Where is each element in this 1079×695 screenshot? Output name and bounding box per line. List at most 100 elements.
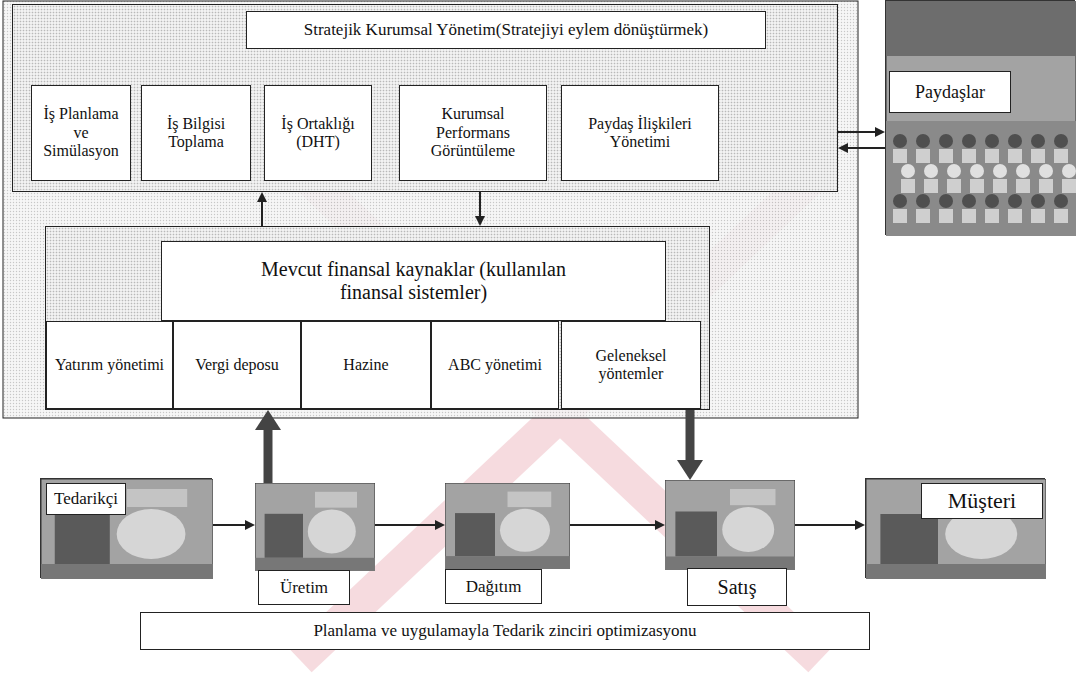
photo-shape: [893, 194, 907, 208]
photo-shape: [1054, 149, 1068, 163]
node-label: Hazine: [302, 322, 430, 408]
node-label: Paydaş İlişkileri Yönetimi: [562, 86, 718, 180]
photo-shape: [901, 179, 915, 193]
connector-line: [261, 200, 263, 226]
photo-shape: [939, 134, 953, 148]
photo-label: Satış: [687, 568, 787, 606]
stakeholder-photo: Paydaşlar: [885, 0, 1075, 235]
flow-arrow: [257, 192, 267, 226]
photo-shape: [455, 513, 495, 556]
node-label: İş Ortaklığı (DHT): [265, 86, 371, 180]
node-label: Kurumsal Performans Görüntüleme: [400, 86, 546, 180]
flow-arrow: [838, 127, 885, 137]
photo-ground: [866, 479, 1046, 579]
photo-shape: [916, 149, 930, 163]
photo-label: Müşteri: [921, 483, 1043, 519]
photo-shape: [500, 509, 550, 552]
photo-shape: [1031, 134, 1045, 148]
photo-shape: [893, 209, 907, 223]
block-arrow: [677, 410, 703, 480]
photo-shape: [1062, 179, 1076, 193]
node-label: ABC yönetimi: [432, 322, 558, 408]
photo-shape: [939, 209, 953, 223]
system-box: Geleneksel yöntemler: [561, 321, 701, 409]
strategy-panel: Stratejik Kurumsal Yönetim(Stratejiyi ey…: [12, 4, 838, 192]
photo-image: [886, 1, 1076, 236]
photo-shape: [947, 179, 961, 193]
flow-arrow: [838, 143, 885, 153]
photo-shape: [308, 509, 356, 553]
photo-shape: [993, 179, 1007, 193]
arrow-head: [855, 520, 865, 530]
photo-shape: [985, 134, 999, 148]
supply-chain-photo: Tedarikçi: [40, 478, 212, 578]
photo-shape: [939, 194, 953, 208]
photo-shape: [1016, 164, 1030, 178]
flow-arrow: [570, 520, 665, 530]
photo-image: [255, 483, 375, 571]
finance-panel: Mevcut finansal kaynaklar (kullanılan fi…: [45, 226, 710, 410]
photo-shape: [1008, 209, 1022, 223]
photo-label: Paydaşlar: [889, 71, 1011, 113]
flow-arrow: [212, 520, 255, 530]
arrow-head: [475, 216, 485, 226]
photo-ground: [445, 483, 570, 569]
node-label: Planlama ve uygulamayla Tedarik zinciri …: [141, 613, 869, 649]
photo-shape: [1008, 194, 1022, 208]
flow-arrow: [795, 520, 865, 530]
photo-shape: [445, 556, 570, 569]
photo-ground: [665, 480, 795, 570]
system-box: Yatırım yönetimi: [46, 321, 173, 409]
photo-shape: [970, 179, 984, 193]
photo-shape: [985, 209, 999, 223]
photo-shape: [924, 164, 938, 178]
photo-shape: [1062, 164, 1076, 178]
process-box: Paydaş İlişkileri Yönetimi: [561, 85, 719, 181]
connector-line: [570, 524, 657, 526]
photo-shape: [1008, 134, 1022, 148]
photo-shape: [41, 564, 213, 579]
system-box: Hazine: [301, 321, 431, 409]
node-label: İş Planlama ve Simülasyon: [32, 86, 130, 180]
connector-line: [479, 192, 481, 218]
photo-shape: [962, 149, 976, 163]
photo-ground: [886, 1, 1076, 236]
photo-shape: [1031, 194, 1045, 208]
photo-shape: [675, 512, 717, 557]
supply-chain-photo: Üretim: [255, 483, 375, 607]
connector-line: [838, 131, 877, 133]
node-label: Vergi deposu: [174, 322, 300, 408]
photo-shape: [1039, 164, 1053, 178]
supply-chain-photo: Dağıtım: [445, 483, 570, 607]
photo-ground: [41, 479, 213, 579]
flow-arrow: [375, 520, 445, 530]
arrow-head: [255, 410, 281, 430]
arrow-head: [655, 520, 665, 530]
photo-shape: [508, 492, 552, 507]
flow-arrow: [475, 192, 485, 226]
photo-shape: [939, 149, 953, 163]
connector-line: [264, 426, 273, 483]
photo-shape: [893, 134, 907, 148]
photo-shape: [1031, 149, 1045, 163]
arrow-head: [677, 460, 703, 480]
photo-shape: [886, 121, 1076, 236]
photo-shape: [127, 489, 187, 507]
photo-shape: [880, 514, 938, 564]
supply-chain-photo: Müşteri: [865, 478, 1045, 578]
photo-shape: [901, 164, 915, 178]
photo-shape: [947, 164, 961, 178]
connector-line: [375, 524, 437, 526]
system-box: ABC yönetimi: [431, 321, 559, 409]
process-box: Kurumsal Performans Görüntüleme: [399, 85, 547, 181]
connector-line: [846, 147, 885, 149]
panel-title: Mevcut finansal kaynaklar (kullanılan fi…: [161, 241, 666, 321]
process-box: İş Bilgisi Toplama: [141, 85, 251, 181]
photo-label: Dağıtım: [445, 569, 542, 604]
photo-shape: [916, 134, 930, 148]
photo-shape: [730, 489, 776, 505]
arrow-head: [245, 520, 255, 530]
photo-shape: [117, 509, 186, 559]
photo-shape: [985, 194, 999, 208]
